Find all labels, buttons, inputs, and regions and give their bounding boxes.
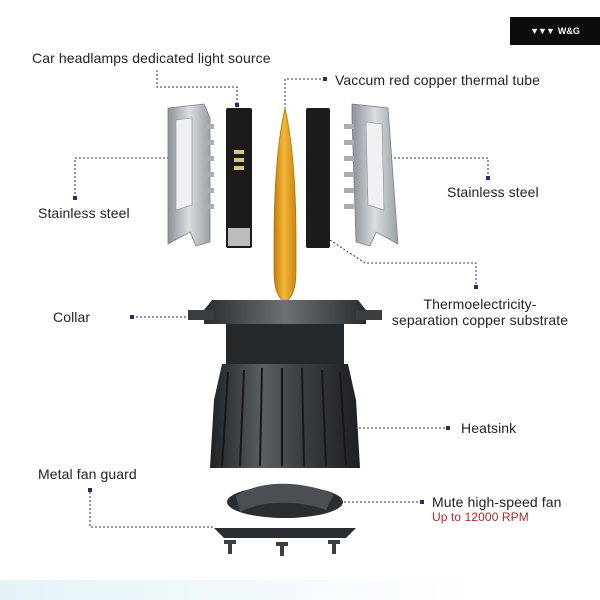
fan-guard-part <box>214 528 356 556</box>
leader-stainless-left <box>74 157 168 198</box>
stainless-steel-right-part <box>344 103 399 247</box>
leader-lines <box>74 70 489 528</box>
label-substrate-line2: separation copper substrate <box>391 312 569 328</box>
label-collar: Collar <box>53 309 91 325</box>
collar-part <box>188 300 382 364</box>
label-stainless-right: Stainless steel <box>447 184 539 200</box>
brand-name: W&G <box>557 26 580 36</box>
headlamp-chip-board <box>226 108 252 248</box>
label-fan: Mute high-speed fan Up to 12000 RPM <box>432 494 562 524</box>
copper-thermal-tube <box>273 107 297 303</box>
label-stainless-left: Stainless steel <box>38 205 130 221</box>
label-copper-tube: Vaccum red copper thermal tube <box>335 72 541 88</box>
stainless-steel-left-part <box>167 103 214 247</box>
leader-dots <box>73 77 490 504</box>
label-fan-title: Mute high-speed fan <box>432 494 562 510</box>
leader-fan-guard <box>89 492 215 528</box>
label-fan-speed: Up to 12000 RPM <box>432 510 529 524</box>
right-chip-board <box>306 108 330 248</box>
label-heatsink: Heatsink <box>461 420 517 436</box>
heatsink-part <box>210 364 360 468</box>
label-substrate-line1: Thermoelectricity- <box>423 296 537 312</box>
brand-badge: ▼▼▼ W&G <box>510 17 600 45</box>
wg-chevrons-icon: ▼▼▼ <box>530 26 555 36</box>
fan-part <box>227 483 343 518</box>
bottom-gradient-bar <box>0 580 600 600</box>
label-substrate: Thermoelectricity- separation copper sub… <box>382 296 578 328</box>
leader-headlamp-source <box>156 70 238 105</box>
leader-stainless-right <box>385 157 489 178</box>
leader-copper-tube <box>284 78 325 110</box>
leader-substrate <box>329 239 477 285</box>
label-headlamp-source: Car headlamps dedicated light source <box>32 50 271 66</box>
label-fan-guard: Metal fan guard <box>38 466 137 482</box>
